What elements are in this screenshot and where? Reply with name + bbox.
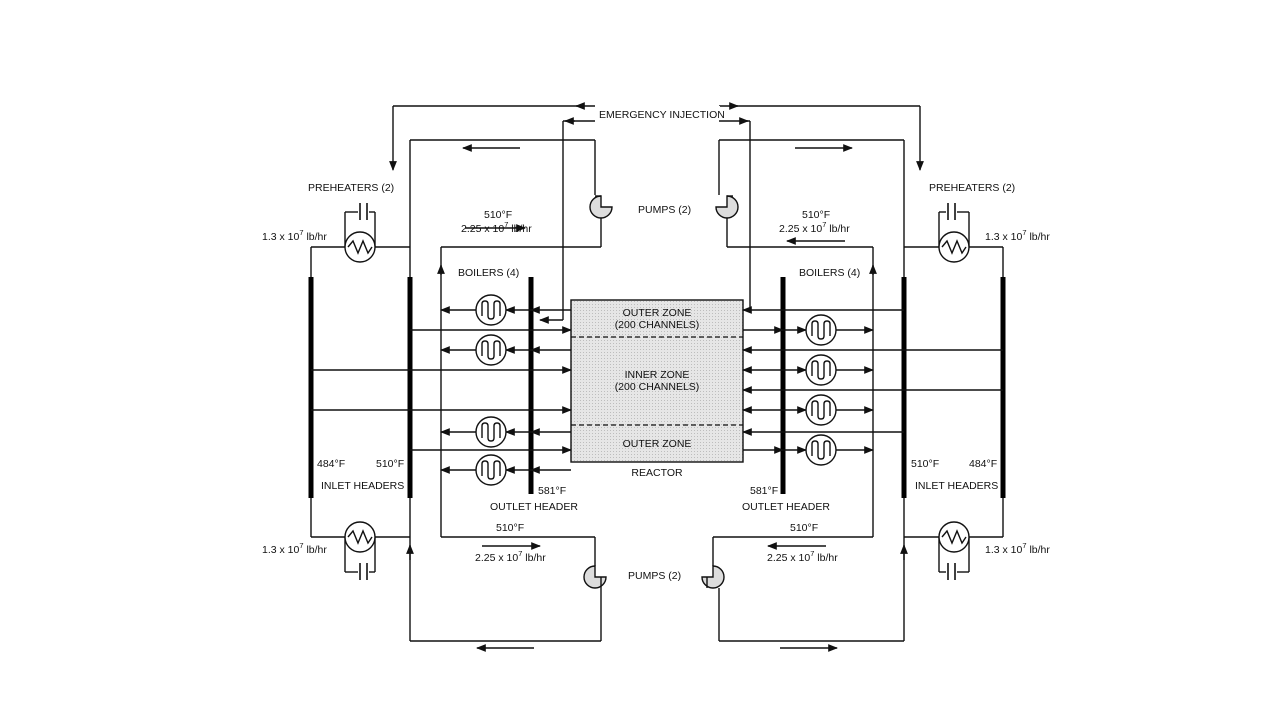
right-piping [712,102,1004,652]
flow-loop-bottom-left: 2.25 x 107 lb/hr [475,549,546,564]
pumps-label-bottom: PUMPS (2) [628,570,681,582]
inlet-headers-label-right: INLET HEADERS [915,480,998,492]
boiler-icon [805,434,837,466]
left-piping [310,102,602,652]
flow-inlet-top-right: 1.3 x 107 lb/hr [985,228,1050,243]
flow-inlet-bottom-right: 1.3 x 107 lb/hr [985,541,1050,556]
temp-484-left: 484°F [317,458,345,470]
emergency-injection-label: EMERGENCY INJECTION [599,109,725,121]
inner-zone-label: INNER ZONE [625,369,690,381]
pumps [583,195,739,589]
temp-510-bottom-left: 510°F [496,522,524,534]
temp-581-right: 581°F [750,485,778,497]
flow-loop-top-left: 2.25 x 107 lb/hr [461,220,532,235]
reactor-label: REACTOR [631,467,683,479]
temp-510-top-right: 510°F [802,209,830,221]
labels: EMERGENCY INJECTION PREHEATERS (2) PREHE… [262,106,1050,582]
boiler-icon [805,394,837,426]
headers [308,277,1006,498]
pump-icon [701,565,725,589]
boiler-icon [475,416,507,448]
outer-zone-bottom-label: OUTER ZONE [623,438,692,450]
temp-581-left: 581°F [538,485,566,497]
boiler-icon [475,454,507,486]
outlet-header-label-right: OUTLET HEADER [742,501,830,513]
boilers-label-left: BOILERS (4) [458,267,519,279]
outer-zone-top-label: OUTER ZONE [623,307,692,319]
preheater-icon [344,231,376,263]
preheaters [344,231,970,553]
flow-inlet-top-left: 1.3 x 107 lb/hr [262,228,327,243]
pump-icon [583,565,607,589]
inlet-headers-label-left: INLET HEADERS [321,480,404,492]
temp-510-top-left: 510°F [484,209,512,221]
outer-zone-top-channels: (200 CHANNELS) [615,319,700,331]
inner-zone-channels: (200 CHANNELS) [615,381,700,393]
boiler-icon [475,294,507,326]
flow-loop-bottom-right: 2.25 x 107 lb/hr [767,549,838,564]
boiler-icon [475,334,507,366]
preheater-icon [938,231,970,263]
reactor: OUTER ZONE (200 CHANNELS) INNER ZONE (20… [570,299,744,479]
outlet-header-label-left: OUTLET HEADER [490,501,578,513]
temp-510-bottom-right: 510°F [790,522,818,534]
flow-loop-top-right: 2.25 x 107 lb/hr [779,220,850,235]
temp-484-right: 484°F [969,458,997,470]
preheater-icon [938,521,970,553]
pump-icon [589,195,613,219]
boiler-icon [805,354,837,386]
preheaters-label-right: PREHEATERS (2) [929,182,1015,194]
preheater-icon [344,521,376,553]
pumps-label-top: PUMPS (2) [638,204,691,216]
temp-510-inlet-right: 510°F [911,458,939,470]
boilers-label-right: BOILERS (4) [799,267,860,279]
boilers [475,294,837,486]
pump-icon [715,195,739,219]
preheaters-label-left: PREHEATERS (2) [308,182,394,194]
boiler-icon [805,314,837,346]
temp-510-inlet-left: 510°F [376,458,404,470]
flow-inlet-bottom-left: 1.3 x 107 lb/hr [262,541,327,556]
